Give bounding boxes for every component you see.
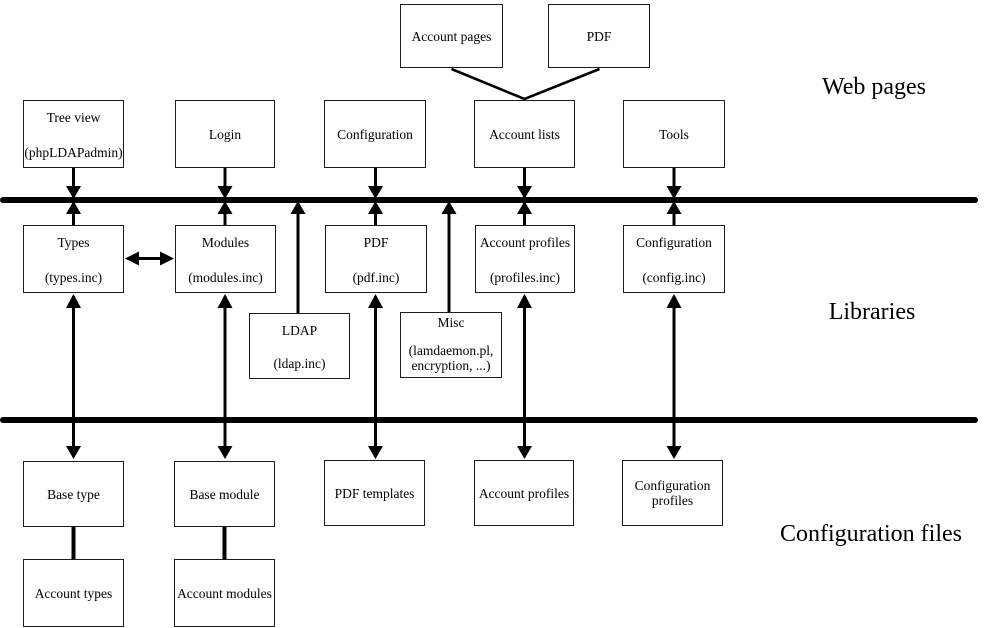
box-sublabel: (profiles.inc) xyxy=(489,270,561,285)
box-configuration-lib: Configuration (config.inc) xyxy=(623,225,725,293)
box-label: Account lists xyxy=(489,126,560,142)
connector-misc-bar xyxy=(441,201,457,312)
libraries-config-bus-bar xyxy=(0,417,978,423)
connector-types-basetype xyxy=(66,294,81,459)
box-sublabel: (types.inc) xyxy=(44,270,103,285)
box-tree-view: Tree view (phpLDAPadmin) xyxy=(23,100,124,168)
box-label: Base module xyxy=(189,486,260,502)
box-account-profiles-file: Account profiles xyxy=(474,460,574,526)
box-sublabel: (ldap.inc) xyxy=(273,356,326,371)
box-account-profiles-lib: Account profiles (profiles.inc) xyxy=(475,225,575,293)
box-label: Account profiles xyxy=(479,235,571,250)
layer-label-configuration-files: Configuration files xyxy=(780,521,962,547)
connector-tools-configlib xyxy=(666,168,682,226)
box-account-types: Account types xyxy=(23,559,124,627)
connector-configuration-pdflib xyxy=(368,168,383,226)
accountpages-pdf-to-accountlists-lines xyxy=(451,67,600,101)
box-pdf-top: PDF xyxy=(548,4,650,68)
connector-profileslib-accountprofiles xyxy=(517,294,532,459)
box-pdf-lib: PDF (pdf.inc) xyxy=(325,225,427,293)
box-account-lists: Account lists xyxy=(474,100,575,168)
box-sublabel: (lamdaemon.pl, xyxy=(408,343,494,358)
box-configuration-web: Configuration xyxy=(324,100,426,168)
connector-accountlists-profileslib xyxy=(517,168,532,226)
box-label: Base type xyxy=(47,486,100,502)
box-label: PDF xyxy=(363,235,389,250)
connector-treeview-types xyxy=(66,168,81,226)
box-base-module: Base module xyxy=(174,461,275,527)
box-types: Types (types.inc) xyxy=(23,225,124,293)
box-misc: Misc (lamdaemon.pl, encryption, ...) xyxy=(400,312,502,378)
connector-login-modules xyxy=(217,168,233,226)
layer-label-web-pages: Web pages xyxy=(821,74,927,100)
box-tools: Tools xyxy=(623,100,725,168)
box-sublabel: (config.inc) xyxy=(642,270,706,285)
box-label: Account modules xyxy=(177,585,272,601)
box-label: PDF xyxy=(586,28,612,44)
connector-modules-basemodule xyxy=(217,294,233,459)
box-base-type: Base type xyxy=(23,461,124,527)
box-account-pages: Account pages xyxy=(400,4,503,68)
box-configuration-profiles: Configuration profiles xyxy=(622,460,723,526)
box-modules: Modules (modules.inc) xyxy=(175,225,276,293)
box-label: Login xyxy=(208,126,242,142)
box-login: Login xyxy=(175,100,275,168)
box-sublabel: profiles xyxy=(651,493,694,508)
connector-types-modules xyxy=(125,251,174,266)
box-label: Account profiles xyxy=(478,485,570,501)
box-sublabel: (pdf.inc) xyxy=(352,270,400,285)
box-label: Modules xyxy=(201,235,250,250)
box-pdf-templates: PDF templates xyxy=(324,460,425,526)
box-sublabel: (modules.inc) xyxy=(188,270,263,285)
box-label: Types xyxy=(57,235,90,250)
box-sublabel-group: (lamdaemon.pl, encryption, ...) xyxy=(409,343,494,373)
box-label: Configuration xyxy=(634,478,711,493)
box-label: Misc xyxy=(437,315,465,330)
box-sublabel: (phpLDAPadmin) xyxy=(24,145,123,160)
box-sublabel: encryption, ...) xyxy=(411,358,491,373)
box-label: Account types xyxy=(34,585,113,601)
box-label: Tools xyxy=(659,126,689,142)
connector-ldap-bar xyxy=(290,201,306,313)
connector-configlib-configprofiles xyxy=(666,294,682,459)
layer-label-libraries: Libraries xyxy=(828,299,916,325)
web-libraries-bus-bar xyxy=(0,197,978,203)
box-account-modules: Account modules xyxy=(174,559,275,627)
box-label: Account pages xyxy=(411,28,492,44)
box-label: Configuration xyxy=(337,126,413,142)
box-label: PDF templates xyxy=(334,485,415,501)
box-label: Configuration xyxy=(636,235,712,250)
box-ldap: LDAP (ldap.inc) xyxy=(249,313,350,379)
connector-pdflib-pdftemplates xyxy=(368,294,383,459)
box-label: LDAP xyxy=(281,323,318,338)
box-label: Tree view xyxy=(46,110,101,125)
